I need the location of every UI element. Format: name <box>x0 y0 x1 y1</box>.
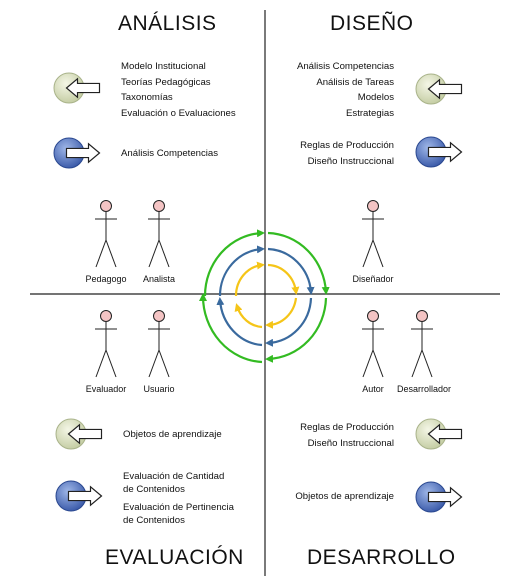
desarrollo-input-2: Diseño Instruccional <box>307 437 394 449</box>
title-evaluacion: EVALUACIÓN <box>105 546 244 569</box>
evaluacion-inputs: Objetos de aprendizaje <box>123 427 222 443</box>
actor-label-pedagogo: Pedagogo <box>85 274 127 284</box>
actor-label-usuario: Usuario <box>143 384 175 394</box>
spiral-outer-green <box>198 229 330 364</box>
evaluacion-output-a-2: de Contenidos <box>123 483 185 495</box>
evaluacion-outputs-a: Evaluación de Cantidad de Contenidos <box>123 471 224 496</box>
evaluacion-output-a-1: Evaluación de Cantidad <box>123 471 225 482</box>
analisis-input-1: Modelo Institucional <box>121 61 206 72</box>
analisis-input-3: Taxonomías <box>121 92 173 103</box>
diseno-input-arrow-icon <box>415 73 463 105</box>
title-desarrollo: DESARROLLO <box>307 546 456 569</box>
analisis-output-1: Análisis Competencias <box>121 148 219 159</box>
diseno-input-4: Estrategias <box>346 107 394 119</box>
desarrollo-input-1: Reglas de Producción <box>300 422 394 433</box>
actor-label-analista: Analista <box>142 274 176 284</box>
diseno-output-1: Reglas de Producción <box>300 140 394 151</box>
desarrollo-output-arrow-icon <box>415 481 463 513</box>
diseno-output-2: Diseño Instruccional <box>307 155 394 167</box>
analisis-input-arrow-icon <box>53 72 101 104</box>
desarrollo-outputs: Objetos de aprendizaje <box>295 489 394 505</box>
analisis-input-2: Teorías Pedagógicas <box>121 76 211 88</box>
diseno-inputs: Análisis Competencias Análisis de Tareas… <box>297 59 394 121</box>
desarrollo-output-1: Objetos de aprendizaje <box>295 491 394 502</box>
actor-label-desarrollador: Desarrollador <box>396 384 452 394</box>
evaluacion-output-b-2: de Contenidos <box>123 514 185 526</box>
diseno-outputs: Reglas de Producción Diseño Instrucciona… <box>300 138 394 169</box>
actor-label-autor: Autor <box>362 384 384 394</box>
title-diseno: DISEÑO <box>330 12 414 35</box>
diseno-input-2: Análisis de Tareas <box>316 76 394 88</box>
analisis-output-arrow-icon <box>53 137 101 169</box>
evaluacion-input-1: Objetos de aprendizaje <box>123 429 222 440</box>
title-analisis: ANÁLISIS <box>118 12 217 35</box>
evaluacion-input-arrow-icon <box>55 418 103 450</box>
diseno-input-3: Modelos <box>357 92 394 103</box>
desarrollo-input-arrow-icon <box>415 418 463 450</box>
actor-label-evaluador: Evaluador <box>85 384 127 394</box>
spiral-middle-blue <box>216 245 315 347</box>
evaluacion-outputs-b: Evaluación de Pertinencia de Contenidos <box>123 502 234 527</box>
evaluacion-output-b-1: Evaluación de Pertinencia <box>123 502 234 513</box>
spiral-inner-yellow <box>234 261 300 329</box>
diseno-input-1: Análisis Competencias <box>296 61 394 72</box>
diseno-output-arrow-icon <box>415 136 463 168</box>
actor-label-disenador: Diseñador <box>352 274 394 284</box>
analisis-input-4: Evaluación o Evaluaciones <box>121 107 236 119</box>
analisis-outputs: Análisis Competencias <box>121 146 218 162</box>
desarrollo-inputs: Reglas de Producción Diseño Instrucciona… <box>300 420 394 451</box>
evaluacion-output-arrow-icon <box>55 480 103 512</box>
analisis-inputs: Modelo Institucional Teorías Pedagógicas… <box>121 59 236 121</box>
